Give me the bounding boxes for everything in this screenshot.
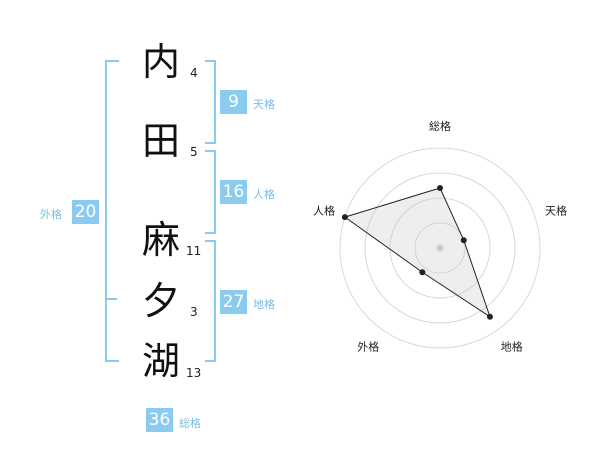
soukaku-value: 36	[146, 408, 173, 432]
jinkaku-bracket	[205, 150, 216, 234]
tenkaku-value: 9	[220, 90, 247, 114]
gaikaku-bracket	[105, 60, 119, 362]
gaikaku-value: 20	[72, 200, 99, 224]
chikaku-label: 地格	[253, 298, 275, 311]
jinkaku-value: 16	[220, 180, 247, 204]
radar-ring-4	[339, 147, 541, 349]
radar-ring-1	[414, 222, 466, 274]
chikaku-bracket	[205, 240, 216, 362]
jinkaku-label: 人格	[253, 188, 275, 201]
tenkaku-bracket	[205, 60, 216, 144]
tenkaku-label: 天格	[253, 98, 275, 111]
radar-point-4	[419, 269, 426, 276]
soukaku-label: 総格	[179, 417, 201, 430]
stroke-count-4: 3	[190, 305, 198, 319]
radar-ring-3	[364, 172, 516, 324]
radar-axis-label-3: 地格	[501, 340, 523, 354]
radar-point-2	[460, 237, 467, 244]
name-char-4: 夕	[142, 279, 181, 323]
name-char-5: 湖	[142, 339, 181, 383]
radar-ring-2	[389, 197, 491, 299]
radar-axis-label-4: 外格	[357, 340, 379, 354]
radar-axis-label-1: 総格	[429, 119, 451, 133]
stroke-count-1: 4	[190, 66, 198, 80]
chikaku-value: 27	[220, 290, 247, 314]
radar-point-1	[437, 185, 443, 191]
radar-axis-label-5: 人格	[313, 203, 335, 217]
stroke-count-2: 5	[190, 145, 198, 159]
stroke-count-3: 11	[186, 244, 202, 258]
gaikaku-bracket-tick	[105, 298, 117, 300]
radar-value-polygon	[343, 187, 491, 318]
name-char-3: 麻	[142, 218, 181, 262]
name-char-2: 田	[142, 119, 181, 163]
radar-point-3	[486, 313, 493, 320]
name-char-1: 内	[142, 40, 181, 84]
radar-point-5	[341, 214, 348, 221]
stroke-count-5: 13	[186, 366, 202, 380]
gaikaku-label: 外格	[40, 208, 62, 221]
radar-center-dot	[436, 244, 444, 252]
radar-axis-label-2: 天格	[545, 203, 567, 217]
